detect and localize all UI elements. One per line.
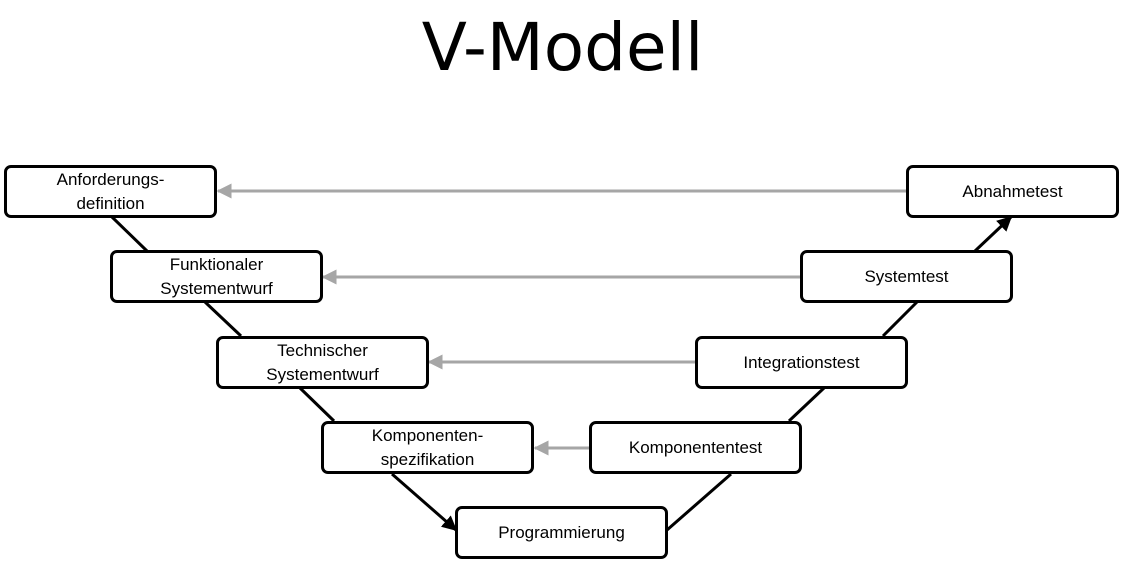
box-label-line2: Systementwurf bbox=[160, 278, 273, 298]
page-title: V-Modell bbox=[421, 9, 704, 86]
box-systemtest: Systemtest bbox=[800, 250, 1013, 303]
box-label-line1: Komponenten- bbox=[371, 425, 484, 445]
box-label-line2: definition bbox=[76, 193, 145, 213]
box-label-line2: Systementwurf bbox=[266, 364, 379, 384]
flow-line-komponententest-integrationstest bbox=[787, 386, 826, 423]
box-anforderungsdefinition: Anforderungs- definition bbox=[4, 165, 217, 218]
flow-arrow-systemtest-abnahmetest bbox=[973, 215, 1013, 253]
box-abnahmetest: Abnahmetest bbox=[906, 165, 1119, 218]
flow-line-technisch-komponenten bbox=[298, 386, 336, 423]
box-programmierung: Programmierung bbox=[455, 506, 668, 559]
box-komponententest: Komponententest bbox=[589, 421, 802, 474]
box-label: Komponententest bbox=[628, 437, 763, 457]
box-technischer-systementwurf: Technischer Systementwurf bbox=[216, 336, 429, 389]
box-komponentenspezifikation: Komponenten- spezifikation bbox=[321, 421, 534, 474]
box-label-line1: Funktionaler bbox=[169, 254, 264, 274]
box-funktionaler-systementwurf: Funktionaler Systementwurf bbox=[110, 250, 323, 303]
flow-line-funktional-technisch bbox=[203, 300, 243, 338]
box-label: Integrationstest bbox=[743, 352, 860, 372]
box-label: Systemtest bbox=[864, 266, 949, 286]
flow-line-programmierung-komponententest bbox=[666, 472, 732, 532]
box-label-line1: Technischer bbox=[277, 340, 368, 360]
box-label: Abnahmetest bbox=[962, 181, 1063, 201]
flow-line-anforderung-funktional bbox=[110, 215, 149, 253]
flow-arrow-komponenten-programmierung bbox=[391, 472, 458, 532]
box-label-line1: Anforderungs- bbox=[56, 169, 165, 189]
flow-line-integrationstest-systemtest bbox=[881, 300, 919, 338]
box-label-line2: spezifikation bbox=[380, 449, 475, 469]
box-label: Programmierung bbox=[498, 522, 625, 542]
box-integrationstest: Integrationstest bbox=[695, 336, 908, 389]
